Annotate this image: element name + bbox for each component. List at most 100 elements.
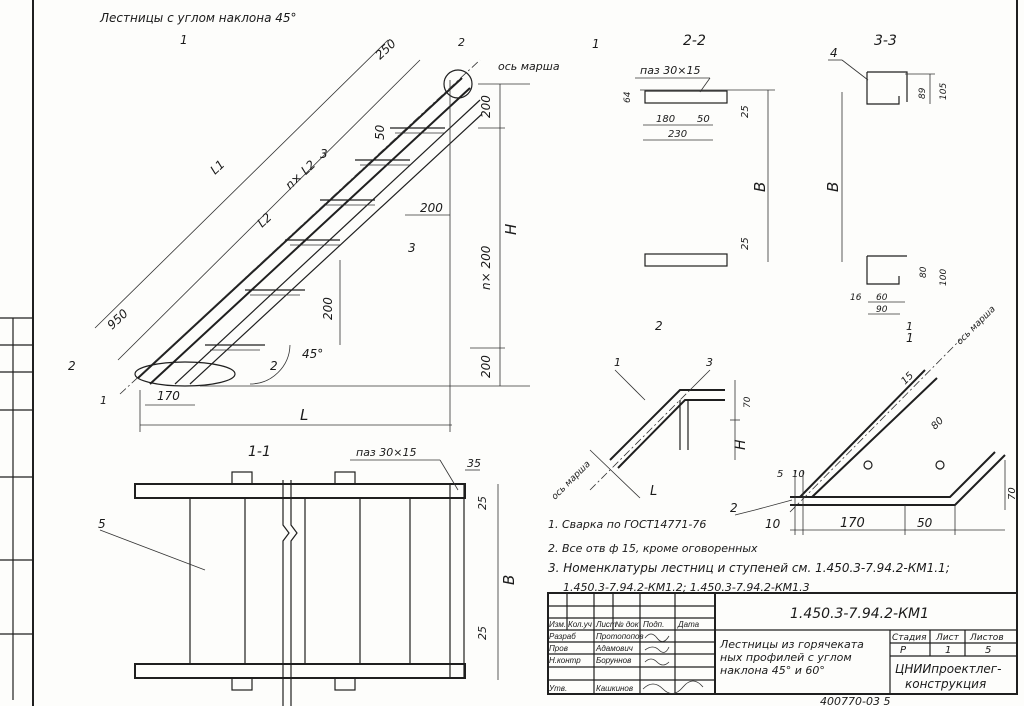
- tb-name-nkontr: Боруннов: [596, 656, 631, 665]
- tb-organization-1: ЦНИИпроектлег-: [895, 662, 1001, 676]
- section-3-3-dim-60: 60: [876, 293, 888, 303]
- dim-200-step: 200: [420, 201, 443, 215]
- node-1-callout: 1: [100, 394, 107, 407]
- section-1-1-plan: [99, 459, 499, 706]
- node-1-dim-80: 80: [929, 415, 946, 432]
- tb-sheets-label: Листов: [969, 633, 1004, 643]
- section-1-1-pos-5: 5: [98, 517, 106, 531]
- dim-L: L: [300, 406, 308, 424]
- section-2-2-dim-64: 64: [623, 91, 633, 103]
- tb-stage-label: Стадия: [892, 633, 927, 643]
- node-1-dim-170: 170: [840, 516, 865, 531]
- notes: 1. Сварка по ГОСТ14771-76 2. Все отв ф 1…: [548, 518, 950, 594]
- section-2-2-dim-230: 230: [668, 129, 687, 140]
- drawing-title: Лестницы с углом наклона 45°: [99, 11, 297, 25]
- node-1-dim-10-bottom: 10: [765, 517, 781, 531]
- section-1-1-groove: паз 30×15: [356, 446, 417, 459]
- section-mark-1-right: 1: [592, 37, 600, 51]
- section-1-1-dim-B: B: [500, 575, 518, 585]
- dim-nxL2: n× L2: [282, 158, 318, 193]
- tb-role-prov: Пров: [549, 644, 568, 653]
- dim-200-top: 200: [479, 95, 493, 118]
- section-3-3-dim-100: 100: [939, 269, 949, 286]
- node-1-pos-2: 2: [730, 501, 738, 515]
- section-2-2: [635, 77, 775, 267]
- section-mark-2-left: 2: [68, 359, 76, 373]
- tb-footer: 400770-03 5: [820, 695, 890, 706]
- section-3-3-dim-16: 16: [850, 293, 862, 303]
- axis-label: ось марша: [498, 60, 560, 73]
- tb-description-3: наклона 45° и 60°: [720, 664, 825, 677]
- node-2-dim-H: H: [733, 439, 749, 450]
- title-block: [547, 592, 1018, 695]
- signatures: [642, 633, 704, 694]
- section-3-3-title: 3-3: [874, 33, 897, 49]
- tb-role-nkontr: Н.контр: [549, 656, 581, 665]
- tb-document-code: 1.450.3-7.94.2-КМ1: [790, 606, 929, 622]
- section-3-3-mark-1: 1: [906, 320, 913, 333]
- section-3-3-pos-4: 4: [830, 46, 838, 60]
- node-1-dim-5: 5: [777, 469, 783, 480]
- dim-950: 950: [104, 306, 131, 332]
- tb-sheet-label: Лист: [935, 633, 960, 643]
- note-1: 1. Сварка по ГОСТ14771-76: [548, 518, 706, 531]
- section-3-3-dim-90: 90: [876, 305, 888, 315]
- section-2-2-dim-B: B: [751, 182, 769, 192]
- section-2-2-dim-25-bottom: 25: [740, 237, 751, 250]
- tb-header-list: Лист: [595, 620, 617, 629]
- section-2-2-dim-180: 180: [656, 114, 675, 125]
- node-detail-2: [589, 369, 740, 499]
- tb-header-kolch: Кол.уч: [568, 620, 592, 629]
- section-1-1-dim-35: 35: [467, 457, 481, 470]
- tb-description-1: Лестницы из горячеката: [719, 638, 864, 651]
- angle-45: 45°: [302, 347, 323, 361]
- section-3-3: [828, 59, 935, 315]
- node-2-callout: 2: [458, 36, 465, 49]
- main-stair-view: [94, 39, 530, 432]
- note-2: 2. Все отв ф 15, кроме оговоренных: [548, 542, 758, 555]
- dim-50: 50: [373, 124, 387, 140]
- section-1-1-dim-25-bottom: 25: [476, 626, 489, 640]
- section-3-3-dim-B: B: [824, 182, 842, 192]
- node-1-dim-10-top: 10: [792, 469, 805, 480]
- node-2-title: 2: [655, 319, 663, 333]
- node-1-dim-15: 15: [899, 370, 916, 387]
- tb-description-2: ных профилей с углом: [720, 651, 852, 664]
- section-2-2-groove: паз 30×15: [640, 64, 701, 77]
- section-mark-3-bottom: 3: [408, 241, 416, 255]
- section-mark-1-left: 1: [180, 33, 188, 47]
- dim-H: H: [502, 224, 520, 235]
- node-1-dim-50: 50: [917, 516, 933, 530]
- dim-250: 250: [372, 36, 399, 62]
- tb-sheets: 5: [985, 645, 991, 656]
- section-mark-3-top: 3: [320, 147, 328, 161]
- tb-stage: Р: [900, 645, 907, 656]
- section-1-1-dim-25-top: 25: [476, 496, 489, 510]
- section-2-2-title: 2-2: [683, 33, 706, 49]
- node-1-axis: ось марша: [955, 304, 998, 347]
- node-2-axis: ось марша: [550, 459, 593, 502]
- node-2-dim-L: L: [650, 484, 657, 499]
- node-1-dim-70: 70: [1007, 487, 1018, 500]
- tb-header-ndoc: № док: [615, 620, 640, 629]
- node-2-pos-3: 3: [706, 356, 713, 369]
- section-2-2-dim-25-top: 25: [740, 105, 751, 118]
- tb-organization-2: конструкция: [905, 677, 986, 691]
- section-2-2-dim-50: 50: [697, 114, 710, 125]
- node-2-dim-70: 70: [743, 396, 753, 408]
- tb-role-razrab: Разраб: [549, 632, 576, 641]
- dim-200-mid: 200: [321, 297, 335, 320]
- tb-header-podp: Подп.: [643, 620, 664, 629]
- dim-200-bottom: 200: [479, 355, 493, 378]
- tb-name-utv: Кашкинов: [596, 684, 633, 693]
- tb-header-izm: Изм.: [549, 620, 566, 629]
- dim-L2: L2: [254, 210, 274, 230]
- section-mark-2-right: 2: [270, 359, 278, 373]
- section-3-3-dim-80: 80: [919, 266, 929, 278]
- section-3-3-dim-89: 89: [918, 87, 928, 99]
- dim-L1: L1: [207, 157, 227, 177]
- section-1-1-title: 1-1: [248, 444, 271, 460]
